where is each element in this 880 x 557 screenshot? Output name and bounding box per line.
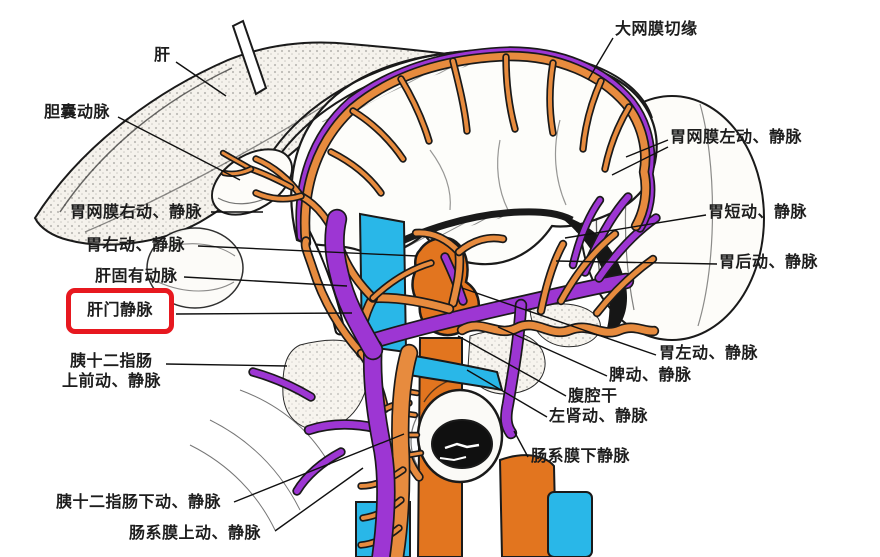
label-right-gastric: 胃右动、静脉 <box>86 237 186 254</box>
label-superior-mesenteric: 肠系膜上动、静脉 <box>129 525 262 542</box>
duodenum-cut-tube <box>410 376 504 484</box>
right-gastroepiploic-origin <box>302 238 364 356</box>
label-hepatic-portal-vein: 肝门静脉 <box>86 302 153 320</box>
label-inferior-pancreaticoduodenal: 胰十二指肠下动、静脉 <box>56 494 222 511</box>
mesentery-sketch <box>189 389 331 531</box>
label-ant-sup-pancreaticoduodenal-line1: 胰十二指肠 <box>70 353 153 370</box>
label-left-gastroepiploic: 胃网膜左动、静脉 <box>670 129 803 146</box>
label-ant-sup-pancreaticoduodenal-line2: 上前动、静脉 <box>62 373 162 390</box>
label-greater-omentum-cut-edge: 大网膜切缘 <box>615 21 698 38</box>
superior-mesenteric-vein <box>364 340 394 557</box>
hepatic-portal-vein-vessel <box>326 210 382 359</box>
retractor <box>231 19 268 96</box>
label-left-gastric: 胃左动、静脉 <box>659 345 759 362</box>
label-left-renal: 左肾动、静脉 <box>549 408 649 425</box>
label-inferior-mesenteric-vein: 肠系膜下静脉 <box>531 448 631 465</box>
label-liver: 肝 <box>154 47 171 64</box>
vessel-tree <box>219 46 661 557</box>
label-proper-hepatic-artery: 肝固有动脉 <box>95 268 178 285</box>
label-right-gastroepiploic: 胃网膜右动、静脉 <box>70 204 203 221</box>
gastroepiploic-artery-arcade <box>301 52 650 247</box>
right-gastric-artery <box>371 261 433 300</box>
label-cystic-artery: 胆囊动脉 <box>44 104 111 121</box>
left-gastric-artery <box>450 249 463 306</box>
label-posterior-gastric: 胃后动、静脉 <box>719 254 819 271</box>
label-celiac-trunk: 腹腔干 <box>568 388 618 405</box>
label-splenic: 脾动、静脉 <box>609 367 692 384</box>
splenic-artery <box>458 321 658 336</box>
pylorus-sketch <box>146 227 244 309</box>
splenic-vein <box>369 274 633 347</box>
cystic-artery-vessel <box>249 167 293 189</box>
common-hepatic-artery <box>369 294 453 313</box>
posterior-gastric-artery <box>538 241 566 314</box>
label-short-gastric: 胃短动、静脉 <box>708 204 808 221</box>
leader-lines <box>117 37 718 532</box>
highlight-box-hepatic-portal-vein[interactable]: 肝门静脉 <box>66 288 174 334</box>
